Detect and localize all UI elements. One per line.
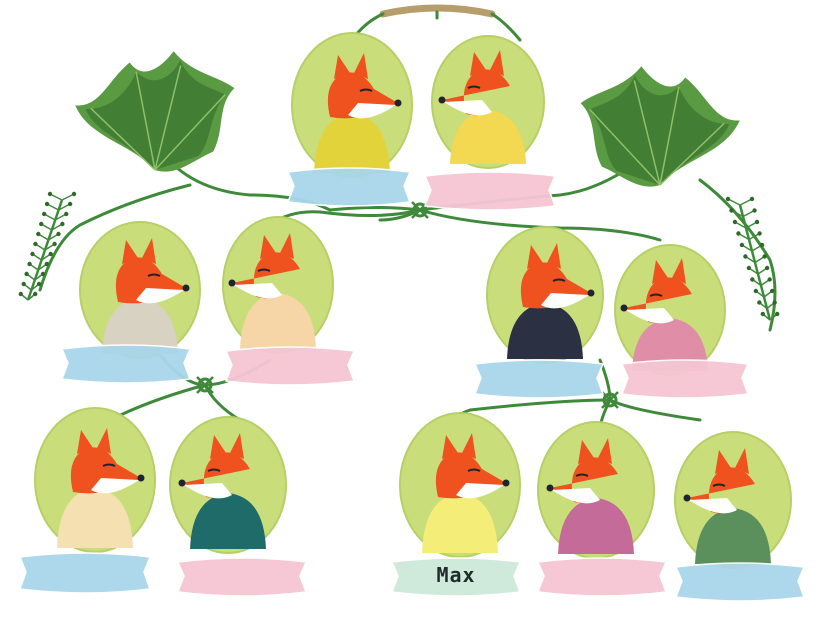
fox-portrait-icon (223, 217, 333, 353)
fox-portrait-icon (487, 227, 603, 363)
fox-portrait-icon (170, 417, 286, 553)
name-banner-icon (622, 360, 748, 398)
name-banner-icon (226, 347, 354, 385)
fox-portrait-icon (400, 413, 520, 557)
fox-portrait-icon (35, 408, 155, 552)
fox-portrait-icon (432, 36, 544, 168)
fox-portrait-icon (675, 432, 791, 568)
child-name-label: Max (392, 558, 520, 592)
tendril-icon (19, 192, 77, 300)
name-banner-icon (20, 553, 150, 593)
fox-portrait-icon (538, 422, 654, 558)
name-banner-icon (538, 558, 666, 596)
vine-knot (602, 392, 618, 408)
name-banner-icon (62, 345, 190, 383)
grape-leaf-icon (570, 59, 745, 198)
vine-branch (110, 385, 205, 420)
vine-knot (197, 377, 213, 393)
name-banner-icon (288, 168, 410, 206)
vine-branch (610, 400, 700, 420)
tendril-icon (726, 197, 780, 320)
fox-portrait-icon (292, 33, 412, 177)
name-banner-icon (425, 172, 555, 210)
name-banner-icon (178, 558, 306, 596)
fox-portrait-icon (80, 222, 200, 358)
name-banner-icon (475, 360, 603, 398)
name-banner-icon (676, 563, 804, 601)
grape-leaf-icon (70, 44, 245, 183)
fox-portrait-icon (615, 245, 725, 375)
